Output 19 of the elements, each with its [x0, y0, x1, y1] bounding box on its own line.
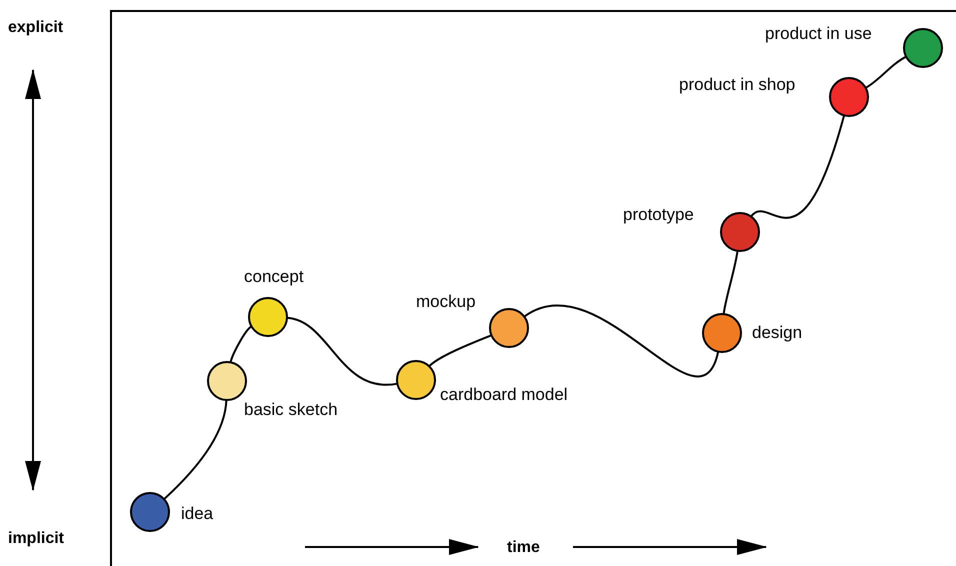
connector-curve — [286, 316, 398, 386]
axis-label: implicit — [8, 529, 64, 549]
stage-label: product in use — [765, 23, 872, 45]
axis-label: explicit — [8, 18, 64, 38]
stage-label: idea — [181, 503, 214, 525]
connector-curve — [163, 400, 228, 500]
stage-label: prototype — [623, 204, 694, 226]
connector-curve — [865, 56, 907, 89]
stage-label: mockup — [416, 291, 476, 313]
connector-curve — [524, 304, 720, 377]
stage-label: product in shop — [679, 74, 796, 96]
stage-label: basic sketch — [244, 399, 338, 421]
connector-curve — [230, 326, 252, 363]
connector-curve — [722, 250, 738, 314]
axis-label: time — [507, 538, 540, 558]
stage-label: cardboard model — [440, 384, 568, 406]
stage-label: design — [752, 322, 802, 344]
stage-label: concept — [244, 266, 304, 288]
connector-curve — [750, 115, 846, 219]
